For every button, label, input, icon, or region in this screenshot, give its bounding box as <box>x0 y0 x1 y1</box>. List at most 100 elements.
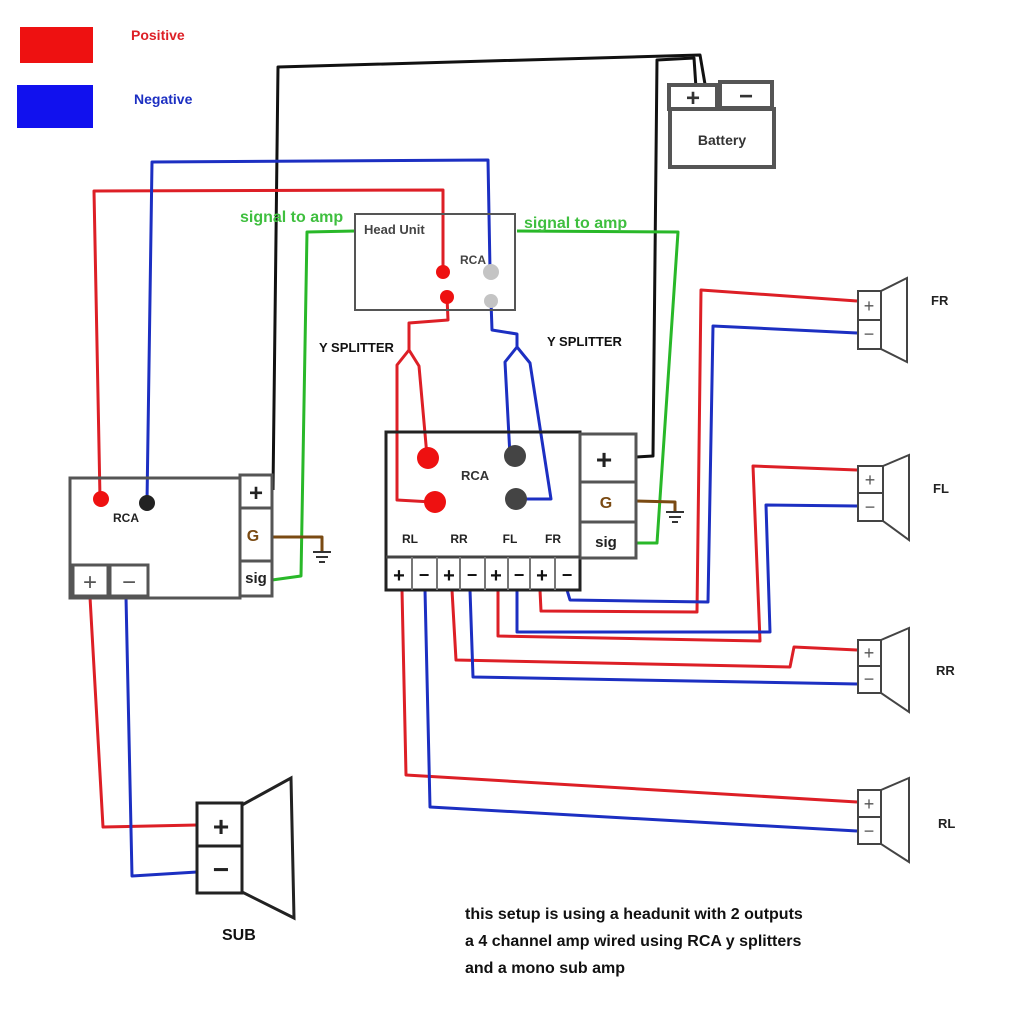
signal-label-left: signal to amp <box>240 209 343 226</box>
mono-amp-rca-label: RCA <box>113 511 139 525</box>
four-ch-amp-rca-black-top <box>504 445 526 467</box>
legend-positive-label: Positive <box>131 27 185 43</box>
ground-symbol-mono <box>313 551 331 563</box>
signal-wire-left <box>271 229 356 582</box>
four-ch-amp-rca-red-top <box>417 447 439 469</box>
four-ch-amp-channel-rr: RR <box>450 532 468 546</box>
y-splitter-label-left: Y SPLITTER <box>319 340 394 355</box>
speaker-rr-label: RR <box>936 663 955 678</box>
note-line-3: and a mono sub amp <box>465 960 625 977</box>
ground-wire-4ch <box>635 499 677 512</box>
y-splitter-blue-left <box>489 300 519 457</box>
y-splitter-red-right <box>407 349 429 457</box>
legend-negative-label: Negative <box>134 91 193 107</box>
sub-plus: + <box>213 811 229 842</box>
head-unit-rca-gray-bottom <box>484 294 498 308</box>
legend-positive-swatch <box>20 27 93 63</box>
sub-plus-cell <box>195 801 244 848</box>
four-ch-amp-fl-plus: + <box>490 565 502 587</box>
four-ch-amp-fr-plus: + <box>536 565 548 587</box>
rr-negative-wire <box>468 589 858 686</box>
setup-note: this setup is using a headunit with 2 ou… <box>465 906 803 977</box>
speaker-rl-minus: − <box>864 821 875 841</box>
y-splitter-blue-right <box>515 346 553 501</box>
battery-label: Battery <box>698 132 746 148</box>
speaker-fr-minus-cell <box>857 319 882 350</box>
head-unit: Head Unit RCA <box>354 213 516 311</box>
four-ch-amp-sig-cell <box>578 520 638 560</box>
four-ch-amp-channel-fl: FL <box>503 532 518 546</box>
power-wire-4ch-amp <box>635 56 698 459</box>
speaker-fr-minus: − <box>864 324 875 344</box>
speaker-fr-label: FR <box>931 293 949 308</box>
speaker-rl-label: RL <box>938 816 955 831</box>
sub-negative-wire <box>124 596 198 878</box>
speaker-rr: + − RR <box>857 626 955 714</box>
head-unit-rca-red-bottom <box>440 290 454 304</box>
sub-minus: − <box>213 854 229 885</box>
battery-plus-sign: + <box>686 85 700 112</box>
four-ch-amp-rr-plus: + <box>443 565 455 587</box>
mono-amp-out-minus-cell <box>108 563 150 598</box>
sub-minus-cell <box>195 844 244 895</box>
speaker-rl-cone <box>880 776 910 864</box>
mono-amp-out-plus: + <box>83 569 97 596</box>
speaker-fr-cone <box>880 276 908 364</box>
y-splitter-label-right: Y SPLITTER <box>547 334 622 349</box>
mono-amp-out-plus-cell <box>71 563 110 598</box>
rl-negative-wire <box>423 589 858 833</box>
four-ch-amp-rca-red-bottom <box>424 491 446 513</box>
hu-red-to-mono-rca <box>92 188 445 499</box>
four-ch-amp-fr-minus: − <box>562 565 573 585</box>
four-ch-amp-ground-cell <box>578 480 638 524</box>
speaker-rr-cone <box>880 626 910 714</box>
battery-minus-terminal <box>718 80 774 110</box>
mono-amp-rca-red <box>93 491 109 507</box>
speaker-fl: + − FL <box>857 453 949 542</box>
speaker-rr-plus: + <box>864 643 875 663</box>
head-unit-label: Head Unit <box>364 222 425 237</box>
speaker-fl-label: FL <box>933 481 949 496</box>
four-ch-amp-plus-cell <box>578 432 638 484</box>
rl-positive-wire <box>400 589 858 804</box>
head-unit-rca-label: RCA <box>460 253 486 267</box>
speaker-rl-minus-cell <box>857 816 882 845</box>
mono-amp-rca-black <box>139 495 155 511</box>
signal-wire-right <box>516 229 680 545</box>
four-ch-amp-channel-fr: FR <box>545 532 561 546</box>
speaker-rr-minus: − <box>864 669 875 689</box>
legend-negative-swatch <box>17 85 93 128</box>
four-ch-amp-terminal-dividers <box>411 557 556 590</box>
sub-positive-wire <box>88 596 198 829</box>
subwoofer: + − SUB <box>195 775 296 944</box>
legend: Positive Negative <box>17 27 193 128</box>
battery-minus-sign: − <box>739 83 753 110</box>
fr-positive-wire <box>538 288 858 614</box>
fl-positive-wire <box>496 464 858 643</box>
note-line-1: this setup is using a headunit with 2 ou… <box>465 906 803 923</box>
speaker-fl-plus: + <box>865 470 876 490</box>
speaker-rr-minus-cell <box>857 665 882 694</box>
mono-amp-sig-cell <box>238 559 274 598</box>
mono-amp-power-plus: + <box>249 480 263 507</box>
head-unit-box <box>354 213 516 311</box>
four-ch-amp-ground-label: G <box>600 495 612 512</box>
speaker-fl-cone <box>882 453 910 542</box>
four-ch-amp-sig-label: sig <box>595 534 617 551</box>
head-unit-rca-gray-top <box>483 264 499 280</box>
four-ch-amp-body <box>384 430 582 592</box>
speaker-rl: + − RL <box>857 776 955 864</box>
note-line-2: a 4 channel amp wired using RCA y splitt… <box>465 933 801 950</box>
fl-negative-wire <box>515 503 858 634</box>
four-ch-amp-channel-rl: RL <box>402 532 418 546</box>
rr-positive-wire <box>450 589 858 669</box>
power-wire-mono-amp <box>271 53 708 491</box>
mono-amp-ground-cell <box>238 506 274 563</box>
four-ch-amp-fl-minus: − <box>514 565 525 585</box>
speaker-fr: + − FR <box>857 276 949 364</box>
signal-label-right: signal to amp <box>524 215 627 232</box>
four-ch-amp-rl-minus: − <box>419 565 430 585</box>
sub-cone <box>240 775 296 921</box>
battery: + − Battery <box>667 80 776 169</box>
